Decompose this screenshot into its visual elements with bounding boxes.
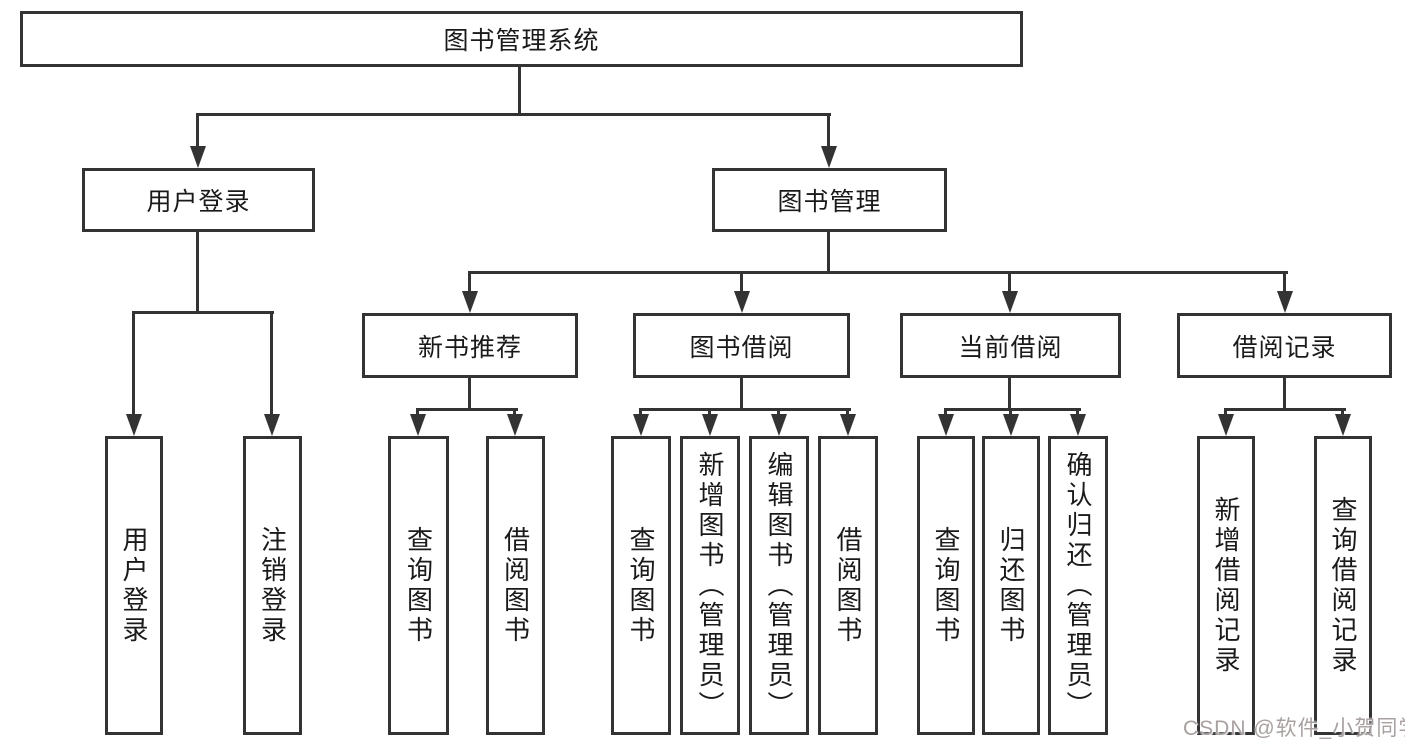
arrowhead-current-leaf3 xyxy=(1070,414,1086,436)
leaf-label: 确认归还（管理员） xyxy=(1063,450,1093,721)
leaf-logout: 注销登录 xyxy=(243,436,302,735)
arrowhead-current-leaf1 xyxy=(938,414,954,436)
leaf-user-login: 用户登录 xyxy=(105,436,163,735)
connector-recommend-trunk xyxy=(468,378,471,411)
connector-stub-borrow-leaf2 xyxy=(708,408,711,416)
leaf-add-books-admin: 新增图书（管理员） xyxy=(680,436,740,735)
connector-stub-current-leaf2 xyxy=(1009,408,1012,416)
connector-borrow-branch xyxy=(639,408,851,411)
connector-stub-recommend xyxy=(468,271,471,293)
connector-stub-current xyxy=(1008,271,1011,293)
arrowhead-book-management xyxy=(821,146,837,168)
arrowhead-records-leaf2 xyxy=(1335,414,1351,436)
leaf-query-books-current: 查询图书 xyxy=(917,436,975,735)
node-library-management-system: 图书管理系统 xyxy=(20,11,1023,67)
leaf-label: 编辑图书（管理员） xyxy=(764,450,794,721)
leaf-label: 查询图书 xyxy=(403,525,434,646)
node-label: 当前借阅 xyxy=(958,333,1063,362)
leaf-label: 借阅图书 xyxy=(500,525,531,646)
connector-current-trunk xyxy=(1008,378,1011,411)
leaf-query-borrow-record: 查询借阅记录 xyxy=(1314,436,1372,735)
connector-records-trunk xyxy=(1283,378,1286,411)
leaf-confirm-return-admin: 确认归还（管理员） xyxy=(1048,436,1108,735)
leaf-label: 注销登录 xyxy=(257,525,288,646)
node-current-borrow: 当前借阅 xyxy=(900,313,1121,378)
connector-stub-borrow-leaf3 xyxy=(777,408,780,416)
leaf-label: 新增借阅记录 xyxy=(1211,495,1241,676)
connector-stub-borrow xyxy=(740,271,743,293)
node-label: 图书管理 xyxy=(777,188,882,216)
node-label: 用户登录 xyxy=(146,188,251,216)
connector-stub-borrow-leaf4 xyxy=(846,408,849,416)
arrowhead-user-login xyxy=(190,146,206,168)
connector-records-branch xyxy=(1224,408,1346,411)
connector-stub-records xyxy=(1283,271,1286,293)
connector-level3-branch xyxy=(468,271,1288,274)
node-borrow-records: 借阅记录 xyxy=(1177,313,1392,378)
connector-root-trunk xyxy=(518,67,521,113)
connector-stub-current-leaf3 xyxy=(1076,408,1079,416)
leaf-label: 归还图书 xyxy=(996,525,1026,646)
connector-stub-records-leaf2 xyxy=(1341,408,1344,416)
arrowhead-borrow-leaf3 xyxy=(771,414,787,436)
leaf-query-books-recommend: 查询图书 xyxy=(388,436,449,735)
leaf-add-borrow-record: 新增借阅记录 xyxy=(1197,436,1255,735)
arrowhead-recommend-leaf1 xyxy=(410,414,426,436)
arrowhead-records-leaf1 xyxy=(1218,414,1234,436)
connector-recommend-branch xyxy=(416,408,518,411)
arrowhead-current-leaf2 xyxy=(1003,414,1019,436)
connector-user-trunk xyxy=(196,232,199,314)
arrowhead-borrow-leaf4 xyxy=(840,414,856,436)
connector-current-branch xyxy=(944,408,1081,411)
arrowhead-borrow-leaf2 xyxy=(702,414,718,436)
leaf-edit-books-admin: 编辑图书（管理员） xyxy=(749,436,809,735)
arrowhead-borrow xyxy=(734,291,750,313)
connector-stub-user-login xyxy=(196,113,199,148)
connector-stub-user-leaf2 xyxy=(270,311,273,416)
node-label: 借阅记录 xyxy=(1232,333,1337,362)
leaf-borrow-books-recommend: 借阅图书 xyxy=(486,436,545,735)
connector-management-trunk xyxy=(827,232,830,274)
leaf-label: 查询借阅记录 xyxy=(1328,495,1358,676)
node-book-borrow: 图书借阅 xyxy=(633,313,850,378)
connector-borrow-trunk xyxy=(740,378,743,411)
leaf-label: 查询图书 xyxy=(931,525,961,646)
connector-root-branch xyxy=(197,113,831,116)
arrowhead-user-leaf1 xyxy=(126,414,142,436)
node-label: 图书借阅 xyxy=(689,333,794,362)
arrowhead-borrow-leaf1 xyxy=(633,414,649,436)
node-label: 新书推荐 xyxy=(417,333,522,362)
leaf-query-books-borrow: 查询图书 xyxy=(611,436,671,735)
connector-stub-recommend-leaf1 xyxy=(416,408,419,416)
connector-stub-recommend-leaf2 xyxy=(513,408,516,416)
leaf-return-books: 归还图书 xyxy=(982,436,1040,735)
arrowhead-current xyxy=(1002,291,1018,313)
leaf-label: 借阅图书 xyxy=(833,525,863,646)
leaf-label: 新增图书（管理员） xyxy=(695,450,725,721)
csdn-watermark: CSDN @软件_小贺同学 xyxy=(1183,717,1405,740)
node-label: 图书管理系统 xyxy=(443,27,600,55)
leaf-borrow-books: 借阅图书 xyxy=(818,436,878,735)
arrowhead-user-leaf2 xyxy=(264,414,280,436)
connector-stub-user-leaf1 xyxy=(132,311,135,416)
node-book-management: 图书管理 xyxy=(712,168,947,232)
leaf-label: 查询图书 xyxy=(626,525,656,646)
connector-user-branch xyxy=(132,311,274,314)
leaf-label: 用户登录 xyxy=(119,525,149,646)
node-user-login: 用户登录 xyxy=(82,168,315,232)
connector-stub-current-leaf1 xyxy=(944,408,947,416)
connector-stub-borrow-leaf1 xyxy=(639,408,642,416)
connector-stub-book-management xyxy=(827,113,830,148)
arrowhead-recommend-leaf2 xyxy=(507,414,523,436)
arrowhead-records xyxy=(1277,291,1293,313)
arrowhead-recommend xyxy=(462,291,478,313)
connector-stub-records-leaf1 xyxy=(1224,408,1227,416)
node-new-book-recommend: 新书推荐 xyxy=(362,313,578,378)
